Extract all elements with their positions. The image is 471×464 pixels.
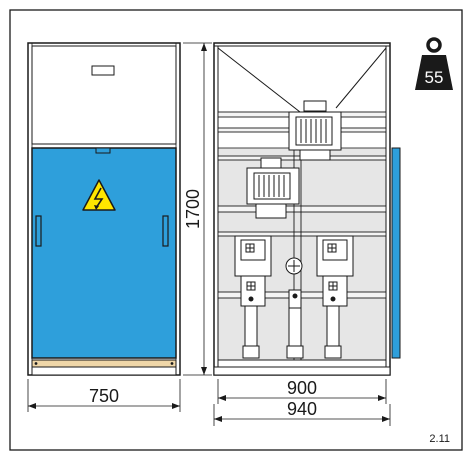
side-outer-width-dimension: 940 xyxy=(213,399,391,426)
front-width-dimension: 750 xyxy=(27,379,181,412)
center-pole-unit xyxy=(285,257,304,359)
side-base-rail xyxy=(217,359,387,368)
side-plinth xyxy=(213,366,391,376)
side-view xyxy=(213,42,401,376)
door-handle-icon xyxy=(162,215,169,247)
left-pole-unit xyxy=(234,235,272,359)
top-compartment xyxy=(31,45,177,145)
side-inner-width-dimension: 900 xyxy=(217,378,387,404)
height-label: 1700 xyxy=(183,189,203,229)
side-inner-width-label: 900 xyxy=(287,378,317,398)
base-strip xyxy=(31,359,177,368)
side-outer-width-label: 940 xyxy=(287,399,317,419)
high-voltage-warning-icon xyxy=(82,179,116,211)
label-plate xyxy=(91,65,115,76)
figure-number: 2.11 xyxy=(429,433,450,445)
upper-motor xyxy=(288,100,342,161)
middle-motor xyxy=(246,157,300,219)
front-door xyxy=(31,147,177,359)
front-width-label: 750 xyxy=(89,386,119,406)
door-handle-icon xyxy=(35,215,42,247)
front-view xyxy=(27,42,181,376)
door-latch xyxy=(95,147,111,154)
height-dimension: 1700 xyxy=(183,42,212,376)
weight-icon: 55 xyxy=(415,37,453,90)
right-pole-unit xyxy=(316,235,354,359)
weight-value: 55 xyxy=(425,68,444,87)
plinth xyxy=(31,366,177,376)
side-blue-panel xyxy=(391,147,401,359)
